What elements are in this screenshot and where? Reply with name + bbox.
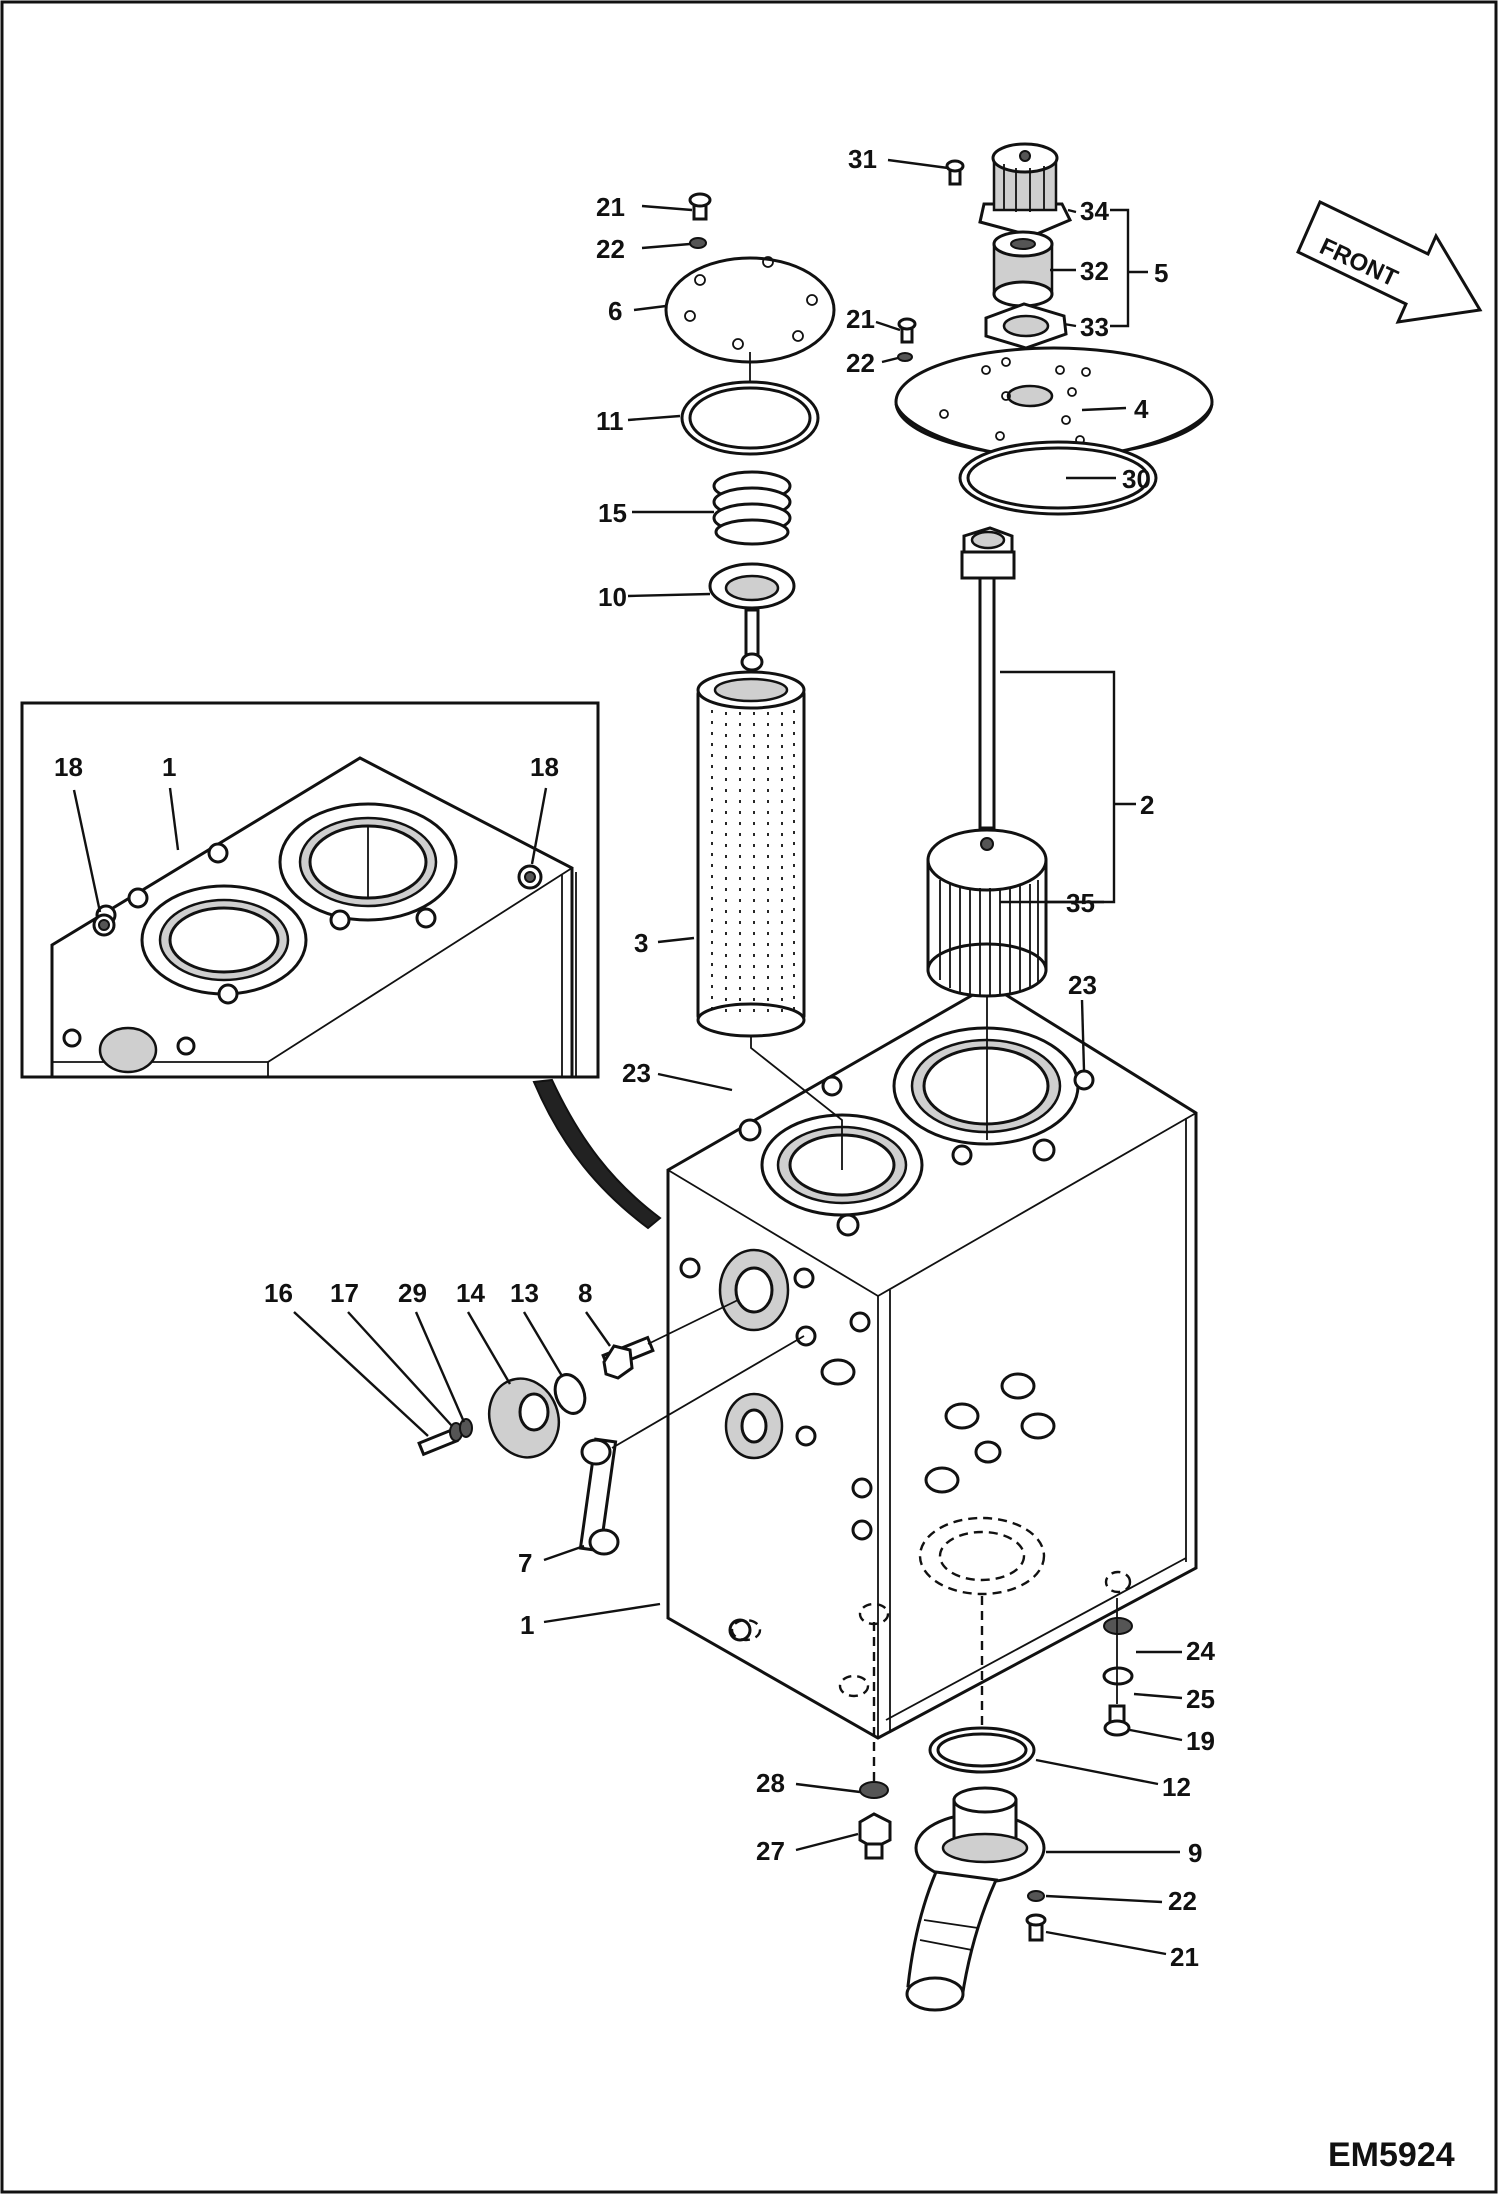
filter-perforations (711, 710, 795, 1016)
callout-1-inset: 1 (162, 752, 176, 782)
callout-23-left: 23 (622, 1058, 651, 1088)
callout-25: 25 (1186, 1684, 1215, 1714)
callout-35: 35 (1066, 888, 1095, 918)
front-direction-arrow: FRONT (1296, 199, 1483, 324)
breather-suction-assembly (894, 142, 1214, 1140)
callout-12: 12 (1162, 1772, 1191, 1802)
breather-cap (978, 142, 1073, 238)
side-fittings (417, 1299, 805, 1556)
callout-6: 6 (608, 296, 622, 326)
callout-10: 10 (598, 582, 627, 612)
callout-27: 27 (756, 1836, 785, 1866)
callout-19: 19 (1186, 1726, 1215, 1756)
callout-34: 34 (1080, 196, 1109, 226)
callout-8: 8 (578, 1278, 592, 1308)
callout-21-right: 21 (846, 304, 875, 334)
breather-filter (992, 230, 1054, 308)
callout-2: 2 (1140, 790, 1154, 820)
spring (712, 470, 792, 546)
filter-element (696, 688, 806, 1022)
callout-29: 29 (398, 1278, 427, 1308)
callout-32: 32 (1080, 256, 1109, 286)
callout-4: 4 (1134, 394, 1149, 424)
leader-lines (72, 158, 1183, 1956)
suction-outlet-flange (905, 1786, 1046, 2012)
bottom-fittings (858, 1596, 1134, 2012)
inset-tank-top-detail (20, 701, 600, 1079)
inset-pointer-arrow (532, 1078, 662, 1230)
callout-1-main: 1 (520, 1610, 534, 1640)
callout-16: 16 (264, 1278, 293, 1308)
callout-9: 9 (1188, 1838, 1202, 1868)
callout-33: 33 (1080, 312, 1109, 342)
callout-21-top: 21 (596, 192, 625, 222)
hydraulic-tank-body (666, 983, 1198, 1740)
callout-31: 31 (848, 144, 877, 174)
figure-code: EM5924 (1328, 2136, 1455, 2174)
callout-18-left: 18 (54, 752, 83, 782)
suction-strainer (926, 526, 1048, 998)
callout-22-right: 22 (846, 348, 875, 378)
callout-13: 13 (510, 1278, 539, 1308)
callout-22-bottom: 22 (1168, 1886, 1197, 1916)
callout-14: 14 (456, 1278, 485, 1308)
callout-24: 24 (1186, 1636, 1215, 1666)
callout-18-right: 18 (530, 752, 559, 782)
callout-17: 17 (330, 1278, 359, 1308)
callout-15: 15 (598, 498, 627, 528)
callout-23-right: 23 (1068, 970, 1097, 1000)
callout-11: 11 (596, 406, 624, 436)
callout-21-bottom: 21 (1170, 1942, 1199, 1972)
callout-28: 28 (756, 1768, 785, 1798)
callout-30: 30 (1122, 464, 1151, 494)
filter-assembly (664, 192, 843, 1170)
callout-5: 5 (1154, 258, 1168, 288)
callout-7: 7 (518, 1548, 532, 1578)
callout-labels: 31 34 32 33 5 21 22 6 21 22 4 11 30 15 1… (54, 144, 1215, 1972)
callout-22-top: 22 (596, 234, 625, 264)
sight-gauge (578, 1437, 620, 1556)
callout-3: 3 (634, 928, 648, 958)
